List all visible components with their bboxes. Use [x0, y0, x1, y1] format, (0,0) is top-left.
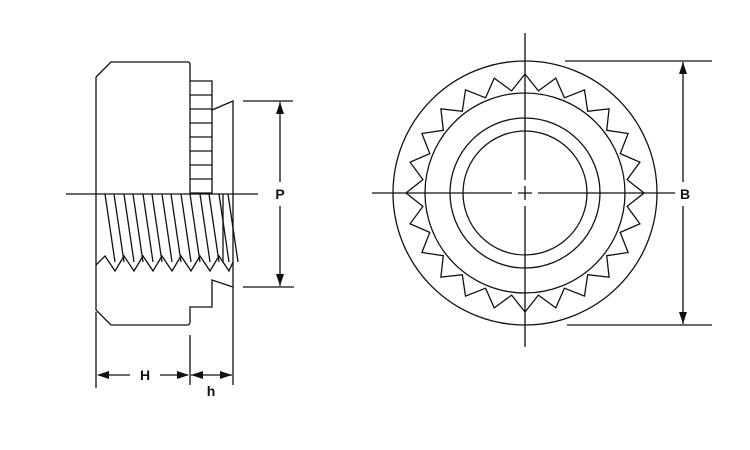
thread-line-b: [170, 193, 182, 263]
centerlines: [372, 33, 675, 347]
label-B: B: [680, 186, 690, 202]
label-h: h: [207, 383, 216, 399]
label-p: P: [275, 186, 284, 202]
thread-line-a: [161, 193, 173, 263]
thread-line-b: [227, 193, 239, 263]
thread-line-a: [180, 193, 192, 263]
side-view: H h P: [66, 61, 294, 399]
front-view: B: [372, 33, 712, 347]
thread-line-b: [189, 193, 201, 263]
thread-line-b: [208, 193, 220, 263]
thread-line-b: [132, 193, 144, 263]
knurl-lines: [190, 94, 212, 194]
thread-profile: [95, 254, 234, 273]
thread-line-a: [123, 193, 135, 263]
nut-body-outline: [95, 61, 234, 385]
thread-line-a: [218, 193, 230, 263]
thread-lines: [104, 193, 239, 263]
thread-line-a: [104, 193, 116, 263]
arrowheads-h: [191, 371, 232, 379]
thread-line-b: [151, 193, 163, 263]
label-H: H: [140, 367, 150, 383]
thread-line-b: [113, 193, 125, 263]
thread-line-a: [142, 193, 154, 263]
thread-line-a: [199, 193, 211, 263]
